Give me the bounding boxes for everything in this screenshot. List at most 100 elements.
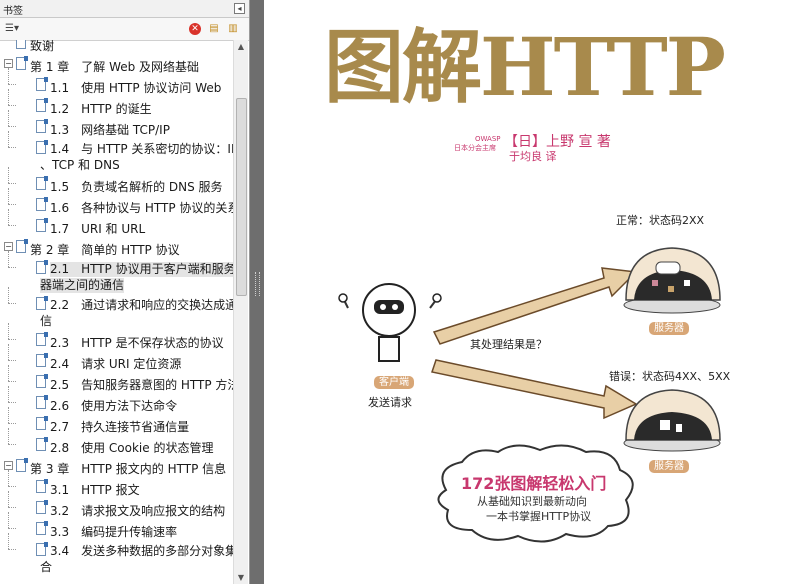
collapse-toggle[interactable]: − bbox=[4, 461, 13, 470]
bookmark-icon bbox=[36, 140, 48, 154]
tree-connector bbox=[8, 386, 9, 402]
client-robot bbox=[338, 283, 442, 362]
bookmark-icon bbox=[36, 197, 48, 211]
tree-connector bbox=[8, 68, 9, 84]
collapse-toggle[interactable]: − bbox=[4, 242, 13, 251]
bookmark-label: 1.6 各种协议与 HTTP 协议的关系 bbox=[50, 201, 234, 215]
bookmark-label: 2.1 HTTP 协议用于客户端和服务 bbox=[50, 262, 234, 277]
tree-connector bbox=[8, 381, 16, 382]
bookmark-label: 2.7 持久连接节省通信量 bbox=[50, 420, 190, 434]
tree-connector bbox=[8, 147, 16, 148]
options-icon[interactable]: ☰▾ bbox=[5, 23, 19, 34]
bookmark-label: 2.5 告知服务器意图的 HTTP 方法 bbox=[50, 378, 234, 392]
tree-connector bbox=[8, 339, 16, 340]
cover-illustration bbox=[338, 247, 721, 543]
arrow-to-normal-server bbox=[432, 267, 638, 345]
bookmark-icon bbox=[36, 98, 48, 112]
translator: 于均良 译 bbox=[509, 150, 557, 163]
bookmark-icon bbox=[36, 437, 48, 451]
bookmark-label: 第 1 章 了解 Web 及网络基础 bbox=[30, 60, 200, 74]
tree-connector bbox=[8, 209, 9, 225]
tree-connector bbox=[8, 287, 9, 303]
bookmark-label: 1.5 负责域名解析的 DNS 服务 bbox=[50, 180, 223, 194]
tree-connector bbox=[8, 360, 16, 361]
tagline-cloud bbox=[437, 444, 634, 543]
bookmark-label: 1.4 与 HTTP 关系密切的协议：IP bbox=[50, 142, 234, 156]
scroll-down-button[interactable]: ▼ bbox=[237, 573, 245, 582]
tree-connector bbox=[8, 251, 9, 267]
bookmark-label: 2.8 使用 Cookie 的状态管理 bbox=[50, 441, 214, 455]
tree-connector bbox=[8, 402, 16, 403]
bookmark-icon bbox=[36, 353, 48, 367]
bookmark-icon bbox=[36, 542, 48, 556]
collapse-panel-button[interactable]: ◂ bbox=[234, 3, 245, 14]
bookmark-label: 2.2 通过请求和响应的交换达成通 bbox=[50, 298, 234, 312]
tree-connector bbox=[8, 323, 9, 339]
bookmark-label: 1.2 HTTP 的诞生 bbox=[50, 102, 152, 116]
bookmark-icon bbox=[16, 56, 28, 70]
document-page: 图解HTTP OWASP 日本分会主席 【日】上野 宣 著 于均良 译 正常：状… bbox=[264, 0, 799, 584]
server-badge-bottom: 服务器 bbox=[649, 460, 689, 473]
tree-connector bbox=[8, 110, 9, 126]
bookmark-icon bbox=[36, 218, 48, 232]
tree-connector bbox=[8, 407, 9, 423]
expand-bookmark-icon[interactable]: ▤ bbox=[209, 23, 219, 34]
tree-connector bbox=[8, 344, 9, 360]
panel-header: 书签 ◂ bbox=[0, 0, 249, 18]
scroll-up-button[interactable]: ▲ bbox=[237, 42, 245, 51]
tree-connector bbox=[8, 491, 9, 507]
scrollbar[interactable]: ▲ ▼ bbox=[233, 40, 248, 584]
collapse-toggle[interactable]: − bbox=[4, 59, 13, 68]
subtitle-line-1: 从基础知识到最新动向 bbox=[477, 495, 587, 508]
tree-connector bbox=[8, 225, 16, 226]
bookmark-properties-icon[interactable]: ▥ bbox=[228, 23, 238, 34]
tree-connector bbox=[8, 131, 9, 147]
owasp-chapter-label: 日本分会主席 bbox=[454, 144, 496, 152]
send-request-note: 发送请求 bbox=[368, 396, 412, 409]
tree-connector bbox=[8, 84, 16, 85]
tagline: 172张图解轻松入门 bbox=[461, 474, 607, 493]
splitter-grip[interactable] bbox=[255, 272, 260, 296]
bookmark-label-continued: 合 bbox=[40, 560, 53, 574]
tree-connector bbox=[8, 188, 9, 204]
panel-splitter[interactable] bbox=[250, 0, 264, 584]
bookmark-label: 3.2 请求报文及响应报文的结构 bbox=[50, 504, 226, 518]
bookmark-icon bbox=[36, 332, 48, 346]
bookmark-label: 2.3 HTTP 是不保存状态的协议 bbox=[50, 336, 224, 350]
bookmark-icon bbox=[36, 260, 48, 274]
scroll-thumb[interactable] bbox=[236, 98, 247, 296]
server-badge-top: 服务器 bbox=[649, 322, 689, 335]
bookmark-icon bbox=[16, 40, 26, 49]
bookmarks-toolbar: ☰▾ ✕ ▤ ▥ bbox=[0, 18, 249, 41]
error-status-note: 错误：状态码4XX、5XX bbox=[609, 370, 731, 383]
tree-connector bbox=[8, 512, 9, 528]
tree-connector bbox=[8, 267, 16, 268]
bookmark-icon bbox=[16, 239, 28, 253]
bookmark-label-continued: 、TCP 和 DNS bbox=[40, 158, 120, 172]
client-badge: 客户端 bbox=[374, 376, 414, 389]
tree-connector bbox=[8, 486, 16, 487]
tree-connector bbox=[8, 549, 16, 550]
delete-icon[interactable]: ✕ bbox=[189, 23, 201, 35]
tree-connector bbox=[8, 444, 16, 445]
question-note: 其处理结果是？ bbox=[470, 338, 547, 351]
bookmark-icon bbox=[36, 500, 48, 514]
tree-connector bbox=[8, 533, 9, 549]
bookmark-label: 1.7 URI 和 URL bbox=[50, 222, 146, 236]
tree-connector bbox=[8, 528, 16, 529]
bookmark-label: 3.3 编码提升传输速率 bbox=[50, 525, 178, 539]
panel-title: 书签 bbox=[3, 6, 23, 17]
bookmark-icon bbox=[36, 479, 48, 493]
tree-connector bbox=[8, 126, 16, 127]
bookmark-label: 3.1 HTTP 报文 bbox=[50, 483, 140, 497]
bookmark-label-continued: 信 bbox=[40, 314, 53, 328]
tree-connector bbox=[8, 204, 16, 205]
owasp-label: OWASP bbox=[475, 135, 501, 143]
tree-connector bbox=[8, 303, 16, 304]
bookmark-label-continued: 器端之间的通信 bbox=[40, 278, 125, 293]
bookmark-icon bbox=[36, 521, 48, 535]
author: 【日】上野 宣 著 bbox=[504, 134, 611, 150]
bookmark-icon bbox=[36, 296, 48, 310]
bookmark-label: 2.4 请求 URI 定位资源 bbox=[50, 357, 182, 371]
